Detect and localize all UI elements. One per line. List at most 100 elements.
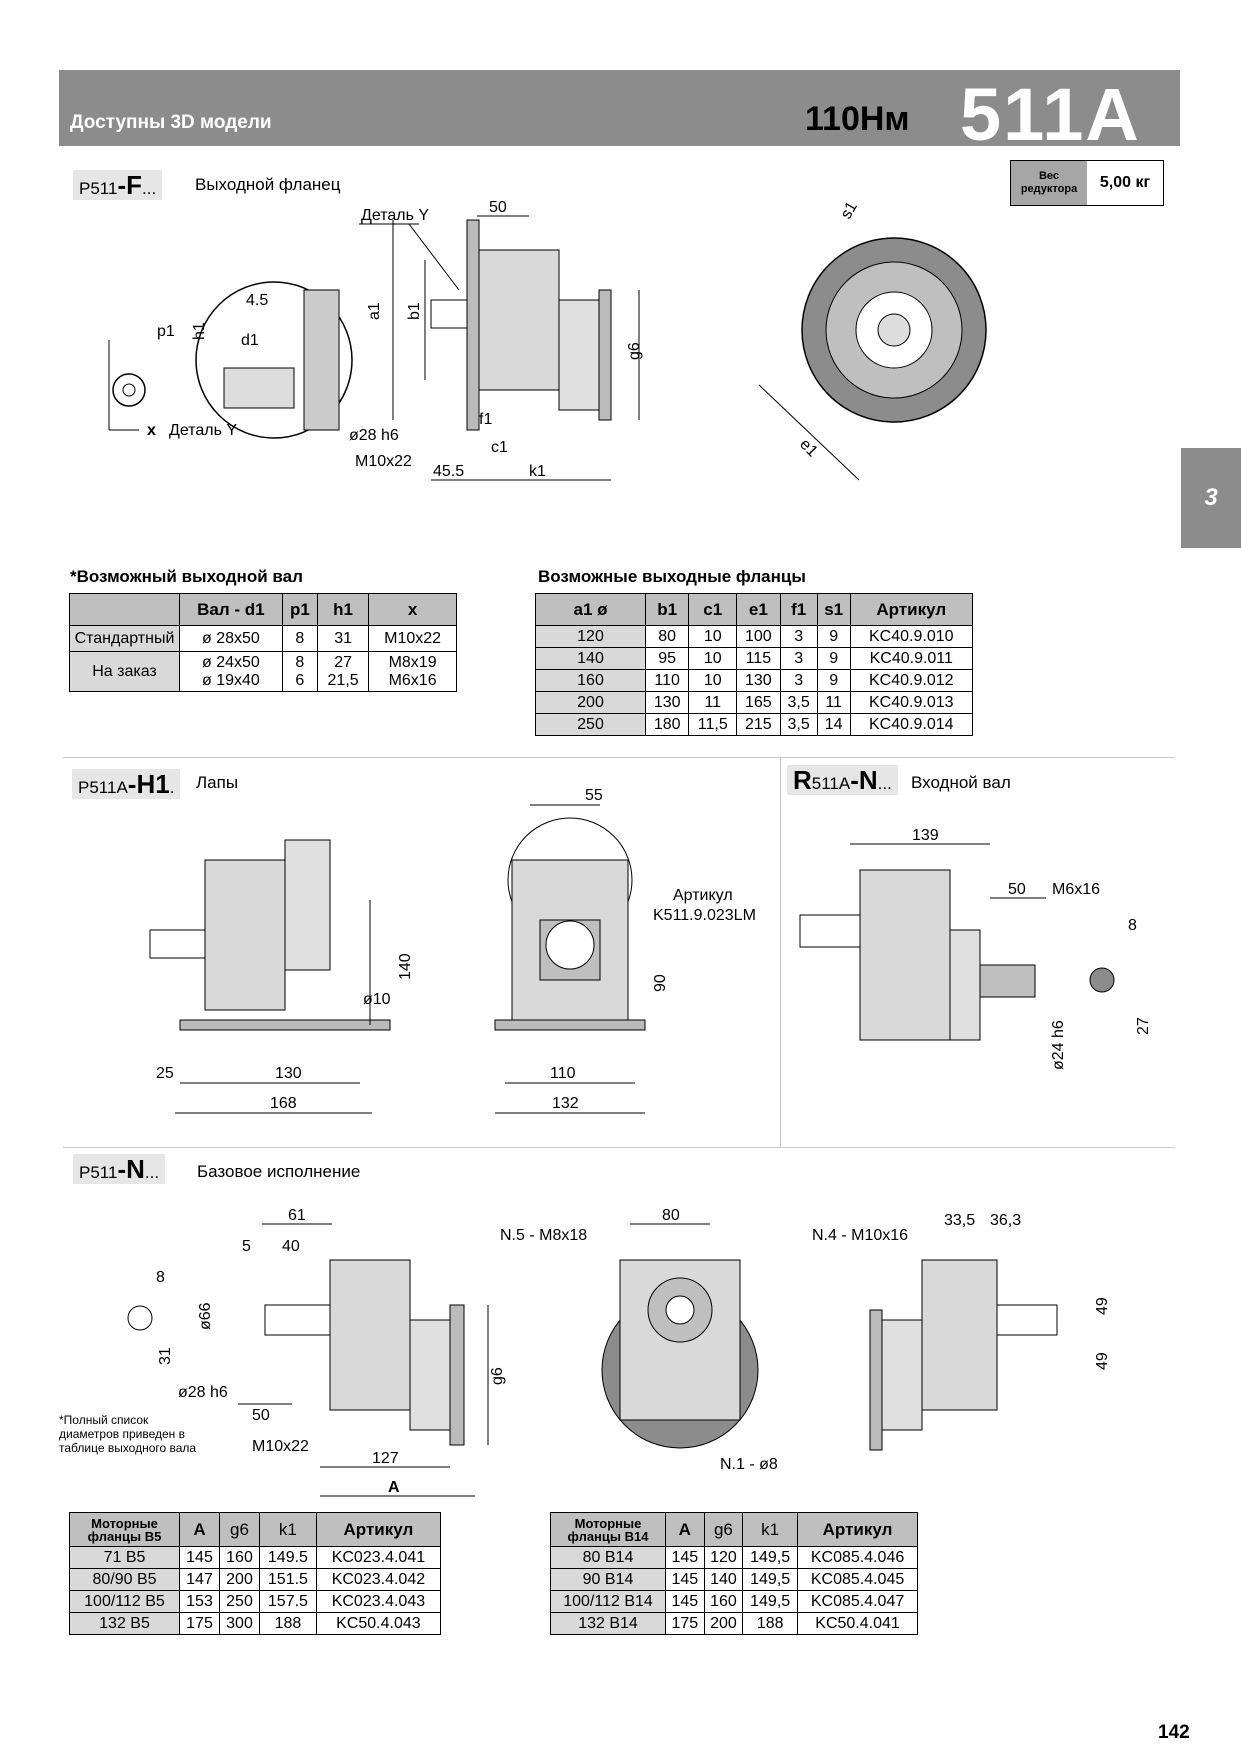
label-e1: e1 <box>796 436 821 461</box>
output-shaft <box>430 299 468 329</box>
header-model: 511A <box>960 73 1141 156</box>
desc-n: Базовое исполнение <box>197 1162 361 1181</box>
flange-side <box>284 839 331 971</box>
label-dia24: ø24 h6 <box>1050 1020 1067 1070</box>
flange-front-bore <box>877 313 911 347</box>
detail-y-flange <box>303 289 340 431</box>
foot-plate <box>179 1019 391 1031</box>
label-36-3: 36,3 <box>990 1212 1021 1229</box>
label-s1: s1 <box>838 199 861 222</box>
gearbox-housing <box>478 249 560 391</box>
label-g6: g6 <box>489 1367 506 1385</box>
label-110: 110 <box>550 1065 576 1082</box>
b14-table: Моторные фланцы B14 A g6 k1 Артикул 80 B… <box>550 1512 918 1635</box>
label-168: 168 <box>270 1095 297 1112</box>
leader-line <box>408 223 460 291</box>
label-dia28: ø28 h6 <box>178 1384 228 1401</box>
label-detail-y-top: Деталь Y <box>361 207 429 224</box>
r-output-shaft <box>979 964 1036 998</box>
label-n4: N.4 - M10x16 <box>812 1227 908 1244</box>
desc-f: Выходной фланец <box>195 175 341 194</box>
header-bar <box>59 70 1180 146</box>
label-A: A <box>388 1479 400 1496</box>
label-31: 31 <box>157 1347 174 1365</box>
r-flange <box>949 929 981 1041</box>
desc-r: Входной вал <box>911 773 1011 792</box>
shaft-table-title: *Возможный выходной вал <box>70 567 303 586</box>
label-g6: g6 <box>626 342 643 360</box>
n-adapter <box>409 1319 451 1431</box>
code-h1: P511A-H1. <box>72 769 181 799</box>
desc-h1: Лапы <box>196 773 239 792</box>
label-80: 80 <box>662 1207 680 1224</box>
note: *Полный список диаметров приведен в табл… <box>59 1413 197 1455</box>
drawing-output-flange: x p1 4.5 h1 d1 Деталь Y 50 Деталь Y a1 b… <box>108 199 987 481</box>
n-shaft-end <box>127 1305 153 1331</box>
label-thread: M10x22 <box>355 453 412 470</box>
label-50: 50 <box>489 199 507 216</box>
label-n5: N.5 - M8x18 <box>500 1227 587 1244</box>
shaft-end-circle <box>112 373 146 407</box>
label-k1: k1 <box>529 463 546 480</box>
label-5: 5 <box>242 1238 251 1255</box>
front-foot <box>494 1019 646 1031</box>
label-shaft-dia: ø28 h6 <box>349 427 399 444</box>
label-139: 139 <box>912 827 939 844</box>
gearbox-side <box>204 859 286 1011</box>
side-tab[interactable]: 3 <box>1181 448 1241 548</box>
label-90: 90 <box>652 974 669 992</box>
n-right-shaft <box>996 1304 1058 1336</box>
label-article-code: K511.9.023LM <box>653 907 756 924</box>
label-p1: p1 <box>157 323 175 340</box>
label-130: 130 <box>275 1065 302 1082</box>
label-50: 50 <box>252 1407 270 1424</box>
label-article: Артикул <box>673 887 733 904</box>
n-front-bore <box>665 1295 695 1325</box>
label-61: 61 <box>288 1207 306 1224</box>
n-motor-flange <box>449 1304 465 1446</box>
weight-value: 5,00 кг <box>1099 174 1151 191</box>
header-torque: 110Нм <box>805 100 910 138</box>
label-50: 50 <box>1008 881 1026 898</box>
divider <box>780 757 781 1147</box>
label-a1: a1 <box>366 302 383 320</box>
label-c1: c1 <box>491 439 508 456</box>
motor-flange <box>598 289 612 421</box>
label-40: 40 <box>282 1238 300 1255</box>
label-h1: h1 <box>191 322 208 340</box>
shaft-table-header: p1 <box>281 593 318 626</box>
r-housing <box>859 869 951 1041</box>
label-thread: M10x22 <box>252 1438 309 1455</box>
n-right-housing <box>921 1259 998 1411</box>
label-27: 27 <box>1135 1017 1152 1035</box>
label-d1: d1 <box>241 332 259 349</box>
drawing-base-version: 61 5 40 8 ø66 31 ø28 h6 50 M10x22 g6 127… <box>127 1207 1111 1497</box>
label-49-top: 49 <box>1094 1297 1111 1315</box>
drawing-input-shaft: 139 50 M6x16 8 ø24 h6 27 <box>799 827 1152 1070</box>
n-output-shaft <box>264 1304 331 1336</box>
label-132: 132 <box>552 1095 579 1112</box>
dim-e1-line <box>758 384 860 481</box>
label-33-5: 33,5 <box>944 1212 975 1229</box>
r-shaft-end <box>1089 967 1115 993</box>
label-f1: f1 <box>479 411 492 428</box>
divider <box>63 1147 1175 1148</box>
drawing-feet-mount: 140 ø10 25 130 168 55 Артикул K511.9.023… <box>149 787 756 1114</box>
motor-adapter <box>558 299 600 411</box>
shaft-center-circle <box>122 383 136 397</box>
label-n1: N.1 - ø8 <box>720 1456 778 1473</box>
label-49-bottom: 49 <box>1094 1352 1111 1370</box>
code-r: R511A-N... <box>787 765 898 795</box>
table-row: Стандартный ø 28x50 8 31 M10x22 <box>69 625 457 652</box>
